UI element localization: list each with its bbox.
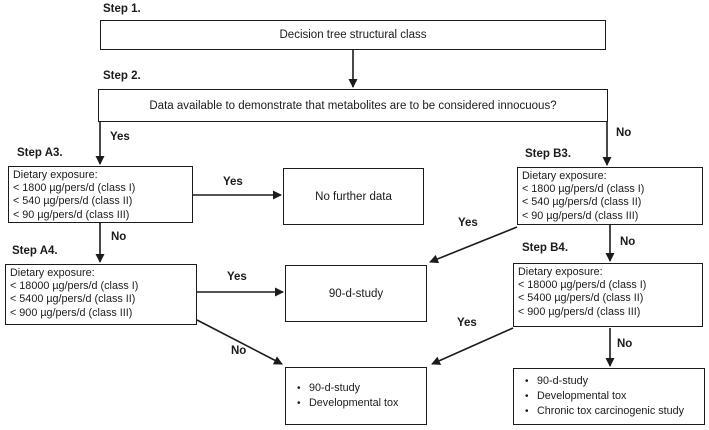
step-a3-title: Dietary exposure: xyxy=(13,169,98,181)
edge-label-a3-no: No xyxy=(111,231,127,243)
arrow-a4-no-to-bottom-middle xyxy=(196,319,283,365)
step-b4-label: Step B4. xyxy=(522,242,569,254)
bottom-middle-item-1: 90-d-study xyxy=(290,381,422,396)
no-further-data-box: No further data xyxy=(283,168,424,225)
bottom-middle-outcome-box: 90-d-study Developmental tox xyxy=(285,367,427,425)
step-b4-item-1: < 18000 µg/pers/d (class I) xyxy=(518,279,647,292)
edge-label-a4-yes: Yes xyxy=(227,271,247,283)
step-a3-box: Dietary exposure: < 1800 µg/pers/d (clas… xyxy=(8,166,193,223)
step-b3-title: Dietary exposure: xyxy=(522,170,607,182)
step-a3-label: Step A3. xyxy=(17,147,63,159)
step1-label: Step 1. xyxy=(103,3,141,15)
bottom-right-outcome-box: 90-d-study Developmental tox Chronic tox… xyxy=(513,368,705,425)
edge-label-b4-no: No xyxy=(617,338,633,350)
step-a4-title: Dietary exposure: xyxy=(10,267,95,279)
edge-label-step2-yes: Yes xyxy=(110,131,130,143)
step-b4-item-3: < 900 µg/pers/d (class III) xyxy=(518,305,641,318)
edge-label-step2-no: No xyxy=(616,127,632,139)
arrow-b3-yes-to-90d-study xyxy=(429,226,518,264)
bottom-right-item-3: Chronic tox carcinogenic study xyxy=(518,404,700,419)
step-b4-item-2: < 5400 µg/pers/d (class II) xyxy=(518,292,644,305)
step-a4-item-3: < 900 µg/pers/d (class III) xyxy=(10,306,133,319)
step1-box: Decision tree structural class xyxy=(100,20,606,50)
bottom-middle-item-2: Developmental tox xyxy=(290,396,422,411)
study-90d-text: 90-d-study xyxy=(328,287,384,300)
edge-label-b3-no: No xyxy=(620,236,636,248)
bottom-right-item-2: Developmental tox xyxy=(518,389,700,404)
step-a3-item-3: < 90 µg/pers/d (class III) xyxy=(13,208,130,221)
arrow-b4-yes-to-bottom-middle xyxy=(431,327,514,365)
step2-text: Data available to demonstrate that metab… xyxy=(149,99,557,112)
step1-text: Decision tree structural class xyxy=(279,29,427,41)
study-90d-box: 90-d-study xyxy=(285,265,427,322)
step2-label: Step 2. xyxy=(103,70,141,82)
edge-label-b3-yes: Yes xyxy=(458,217,478,229)
step-b4-title: Dietary exposure: xyxy=(518,266,603,278)
edge-label-a3-yes: Yes xyxy=(223,176,243,188)
no-further-data-text: No further data xyxy=(315,190,392,203)
step-a4-item-1: < 18000 µg/pers/d (class I) xyxy=(10,280,139,293)
step-b3-label: Step B3. xyxy=(525,148,572,160)
step-b3-item-2: < 540 µg/pers/d (class II) xyxy=(522,196,642,209)
step2-box: Data available to demonstrate that metab… xyxy=(98,89,608,122)
step-b3-item-3: < 90 µg/pers/d (class III) xyxy=(522,209,639,222)
step-b3-box: Dietary exposure: < 1800 µg/pers/d (clas… xyxy=(517,167,703,225)
step-b3-item-1: < 1800 µg/pers/d (class I) xyxy=(522,183,645,196)
step-a4-box: Dietary exposure: < 18000 µg/pers/d (cla… xyxy=(5,264,197,325)
step-a4-item-2: < 5400 µg/pers/d (class II) xyxy=(10,293,136,306)
step-b4-box: Dietary exposure: < 18000 µg/pers/d (cla… xyxy=(513,263,703,327)
step-a3-item-2: < 540 µg/pers/d (class II) xyxy=(13,195,133,208)
edge-label-a4-no: No xyxy=(231,345,247,357)
bottom-right-item-1: 90-d-study xyxy=(518,374,700,389)
edge-label-b4-yes: Yes xyxy=(457,317,477,329)
step-a4-label: Step A4. xyxy=(12,245,58,257)
step-a3-item-1: < 1800 µg/pers/d (class I) xyxy=(13,182,136,195)
